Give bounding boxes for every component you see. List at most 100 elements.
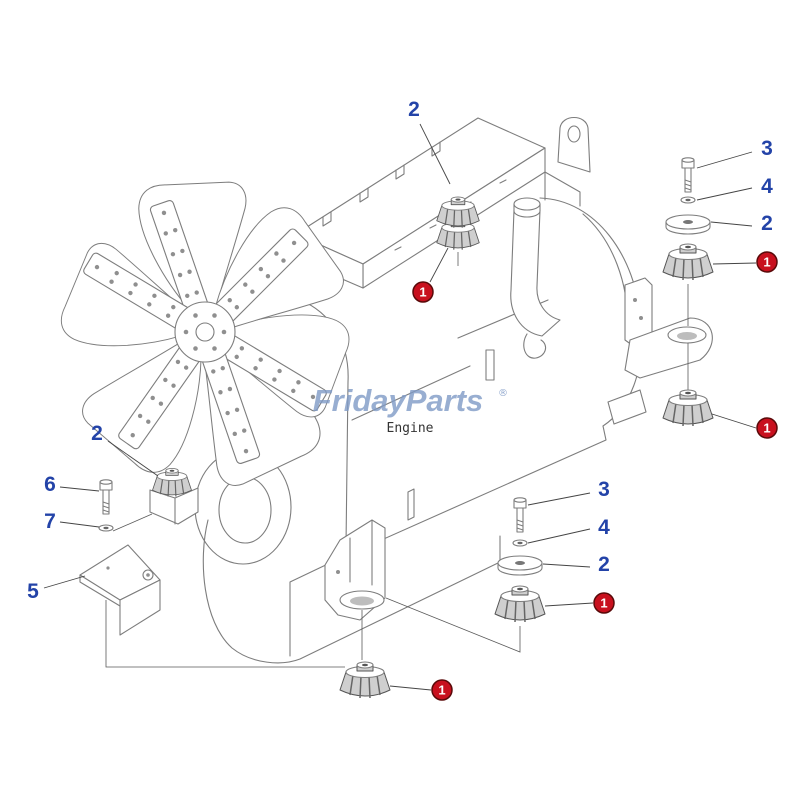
leader [696, 151, 753, 169]
washer [98, 524, 114, 532]
angle-plate [79, 544, 161, 636]
angle-plate-nut-hole [146, 573, 150, 577]
leader [527, 528, 591, 544]
lower-mount-bracket [324, 519, 386, 621]
badge-circle [756, 417, 778, 439]
callout-angle-plate: 5 [27, 580, 39, 603]
leader [389, 685, 432, 691]
valve-cover-tabs [322, 141, 441, 227]
callout-rear-washer: 4 [761, 175, 773, 198]
lifting-eye-hole [567, 125, 581, 143]
leader [712, 262, 757, 265]
disk [497, 555, 543, 576]
callout-labels: 2 3 4 2 2 6 7 5 3 4 2 [27, 98, 773, 603]
block-right-step [544, 171, 581, 207]
rubber-cone [339, 661, 391, 699]
lifting-eye [557, 116, 591, 173]
callout-top-cushion: 2 [408, 98, 420, 121]
disk [665, 214, 711, 235]
callout-rear-disk: 2 [761, 212, 773, 235]
lower-mount-stack [494, 497, 546, 623]
alignment-lines [105, 252, 689, 668]
callout-lower-bolt: 3 [598, 478, 610, 501]
filler-tube [510, 209, 561, 337]
leader [527, 492, 591, 506]
bolt [681, 157, 695, 193]
filler-cap [513, 197, 541, 211]
badge-lower-stack: 1 [593, 592, 615, 614]
badge-bottom-mount: 1 [431, 679, 453, 701]
watermark-brand: FridayParts [313, 383, 484, 418]
callout-front-cushion: 2 [91, 422, 103, 445]
leader [710, 221, 753, 227]
rubber-cone [494, 585, 546, 623]
leader [419, 123, 451, 185]
washer [512, 539, 528, 547]
align-left-washer [112, 513, 153, 532]
rubber-cone [662, 389, 714, 427]
rear-mount-bracket [624, 277, 713, 379]
engine-label: Engine [387, 421, 434, 436]
lower-right-bracket [607, 389, 647, 425]
leader [107, 440, 159, 477]
badge-number: 1 [763, 255, 770, 270]
leader [696, 187, 753, 201]
badge-rear-lower: 1 [756, 417, 778, 439]
leader [59, 521, 100, 528]
leader [711, 413, 757, 429]
leader [542, 563, 591, 568]
leader [59, 486, 100, 492]
washer [680, 196, 696, 204]
badge-number: 1 [419, 285, 426, 300]
watermark: FridayParts ® [313, 383, 508, 418]
bolt [99, 479, 113, 515]
rubber-cone [662, 243, 714, 281]
align-lower-stack [385, 597, 521, 653]
badge-top-mount: 1 [412, 281, 434, 303]
rear-bracket-bolt [633, 298, 637, 302]
align-left-plate [105, 600, 345, 668]
rear-bracket-hole-inner [677, 332, 697, 340]
angle-plate-hole [106, 566, 110, 570]
small-bracket [485, 349, 495, 381]
callout-lower-disk: 2 [598, 553, 610, 576]
badge-circle [412, 281, 434, 303]
badge-circle [593, 592, 615, 614]
bottom-mount-stack [339, 661, 391, 699]
front-mount-stack [79, 467, 193, 636]
lower-bracket-edge [349, 519, 373, 586]
top-mount-cushion [436, 196, 480, 251]
front-mount-bracket [149, 487, 199, 525]
callout-rear-bolt: 3 [761, 137, 773, 160]
leader [429, 247, 449, 283]
oil-pan [202, 519, 501, 664]
badge-number: 1 [600, 596, 607, 611]
callout-front-washer: 7 [44, 510, 56, 533]
watermark-registered: ® [498, 388, 508, 399]
angle-plate-front [119, 579, 161, 636]
fan-hub-center [195, 322, 215, 342]
sensor-fitting [523, 333, 547, 359]
block-lower-edge [331, 425, 607, 563]
cooling-fan [54, 177, 356, 495]
fan-hub-bolts [183, 313, 227, 351]
callout-badges: 1 1 1 1 1 [412, 251, 778, 701]
valve-cover-bolts [394, 179, 507, 251]
badge-rear-upper: 1 [756, 251, 778, 273]
leader-lines [43, 123, 757, 691]
callout-front-bolt: 6 [44, 473, 56, 496]
rear-bracket-bolt [639, 316, 643, 320]
badge-circle [756, 251, 778, 273]
bolt [513, 497, 527, 533]
rubber-cone [151, 467, 193, 498]
lower-bracket-bolt [336, 570, 340, 574]
callout-lower-washer: 4 [598, 516, 610, 539]
badge-number: 1 [763, 421, 770, 436]
lower-bracket-hole-inner [350, 596, 374, 606]
side-tab [407, 488, 415, 521]
badge-circle [431, 679, 453, 701]
leader [43, 575, 86, 589]
badge-number: 1 [438, 683, 445, 698]
leader [544, 602, 594, 607]
